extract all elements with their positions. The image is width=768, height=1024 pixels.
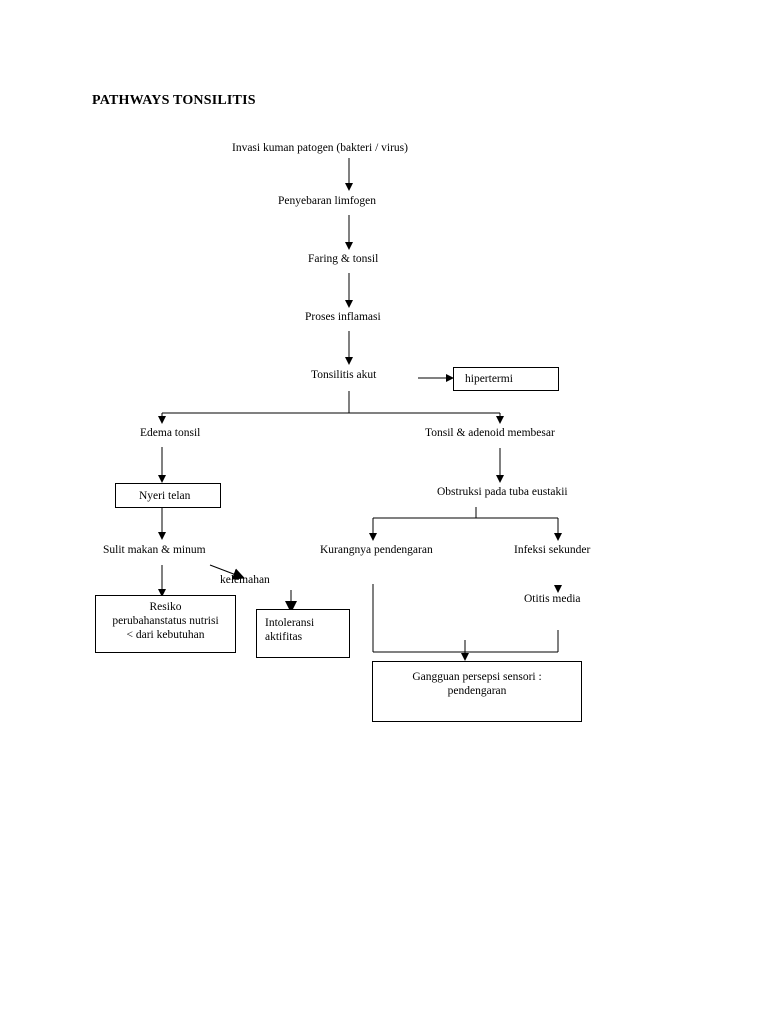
node-gangguan-line2: pendengaran (447, 685, 507, 697)
node-invasi: Invasi kuman patogen (bakteri / virus) (232, 142, 408, 154)
node-proses: Proses inflamasi (305, 311, 381, 323)
page-title: PATHWAYS TONSILITIS (92, 93, 256, 108)
node-tonsil-adenoid: Tonsil & adenoid membesar (425, 427, 555, 439)
node-obstruksi: Obstruksi pada tuba eustakii (437, 486, 568, 498)
box-hipertermi: hipertermi (453, 367, 559, 391)
node-kelemahan: kelemahan (220, 574, 270, 586)
node-gangguan-line1: Gangguan persepsi sensori : (412, 671, 542, 683)
node-tonsilitis: Tonsilitis akut (311, 369, 377, 381)
node-nyeri: Nyeri telan (139, 490, 191, 502)
box-resiko: Resiko perubahanstatus nutrisi < dari ke… (95, 595, 236, 653)
node-faring: Faring & tonsil (308, 253, 379, 265)
node-intoleransi-line1: Intoleransi (265, 617, 315, 629)
node-infeksi: Infeksi sekunder (514, 544, 591, 556)
node-otitis: Otitis media (524, 593, 581, 605)
arrow-sulit-kelemahan (209, 564, 245, 580)
node-intoleransi-line2: aktifitas (265, 631, 303, 643)
node-penyebaran: Penyebaran limfogen (278, 195, 377, 207)
box-gangguan: Gangguan persepsi sensori : pendengaran (372, 661, 582, 722)
box-intoleransi: Intoleransi aktifitas (256, 609, 350, 658)
node-edema: Edema tonsil (140, 427, 201, 439)
box-nyeri: Nyeri telan (115, 483, 221, 508)
node-resiko-line3: < dari kebutuhan (126, 629, 205, 641)
node-resiko-line2: perubahanstatus nutrisi (112, 615, 219, 627)
node-hipertermi: hipertermi (465, 373, 513, 385)
node-sulit: Sulit makan & minum (103, 544, 206, 556)
node-kurangnya: Kurangnya pendengaran (320, 544, 433, 556)
node-resiko-line1: Resiko (149, 601, 182, 613)
